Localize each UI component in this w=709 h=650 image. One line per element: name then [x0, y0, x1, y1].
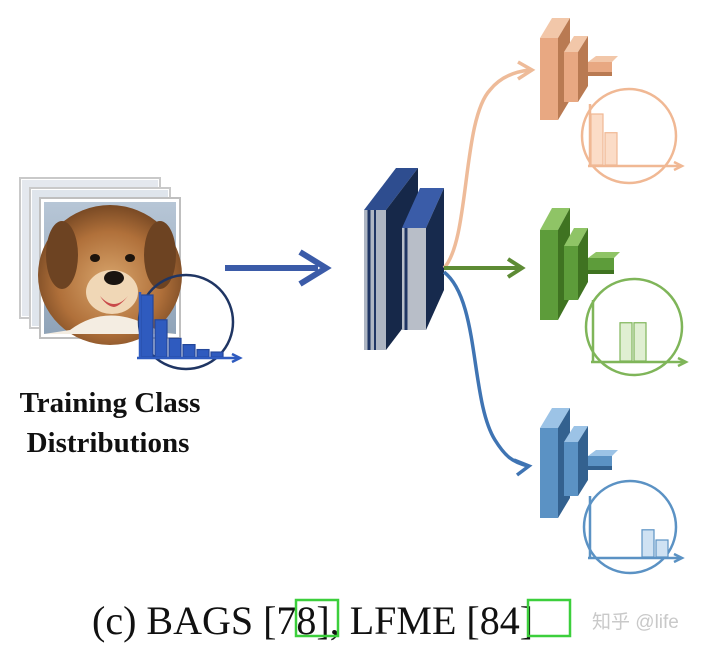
expert-orange	[540, 18, 685, 185]
expert-orange-histogram	[590, 113, 618, 166]
caption-prefix: (c) BAGS [	[92, 598, 276, 643]
expert-blue-hist-bar-3	[641, 529, 655, 558]
input-hist-bar-1	[140, 294, 154, 358]
input-hist-bar-5	[196, 348, 210, 358]
input-hist-bar-2	[154, 319, 168, 358]
expert-blue	[540, 408, 685, 575]
caption-ref-84[interactable]: 84	[480, 598, 520, 643]
expert-blue-histogram	[641, 529, 669, 558]
citation-box-78	[294, 598, 340, 638]
caption-suffix: ]	[520, 598, 533, 643]
caption-middle: ], LFME [	[316, 598, 479, 643]
expert-green-histogram	[619, 322, 647, 362]
input-label-line1: Training Class	[20, 387, 201, 419]
input-hist-bar-3	[168, 337, 182, 358]
expert-orange-hist-bar-1	[590, 113, 604, 166]
input-hist-bar-4	[182, 344, 196, 358]
branch-arrows	[442, 60, 536, 477]
shared-backbone	[364, 168, 444, 350]
expert-orange-hist-bar-2	[604, 132, 618, 166]
watermark: 知乎 @life	[592, 611, 679, 633]
citation-box-84	[526, 598, 572, 638]
expert-blue-hist-bar-4	[655, 539, 669, 558]
expert-green-hist-bar-2	[619, 322, 633, 362]
input-histogram-bars	[140, 294, 224, 358]
figure-caption: (c) BAGS [78], LFME [84]	[92, 598, 572, 643]
expert-green-hist-bar-3	[633, 322, 647, 362]
input-distribution	[137, 273, 243, 371]
expert-green	[540, 208, 689, 377]
input-label-line2: Distributions	[27, 427, 190, 459]
input-arrow	[225, 249, 332, 287]
input-hist-bar-6	[210, 351, 224, 358]
